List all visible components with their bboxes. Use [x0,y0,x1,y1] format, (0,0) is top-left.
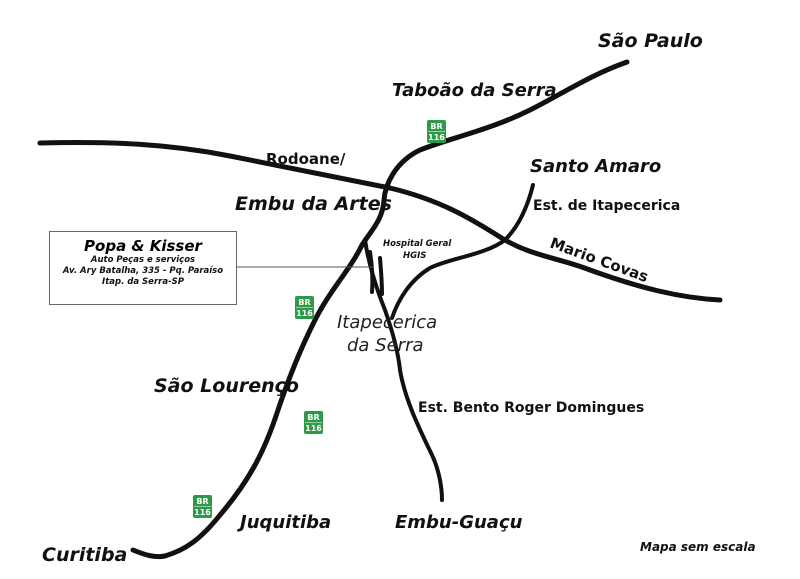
svg-text:116: 116 [194,508,211,517]
est-itapecerica-road [390,183,535,320]
br116-road [130,59,630,560]
label-embu-artes: Embu da Artes [235,193,392,215]
scale-note: Mapa sem escala [640,540,756,554]
br116-shield: BR 116 [193,495,212,518]
br116-shield: BR 116 [427,120,446,143]
connector-road [378,256,384,296]
label-est-itapecerica: Est. de Itapecerica [533,198,680,214]
svg-text:116: 116 [296,309,313,318]
rodoanel-road [37,139,723,303]
store-info-box: Popa & Kisser Auto Peças e serviços Av. … [49,231,237,305]
svg-text:BR: BR [298,298,310,307]
svg-text:116: 116 [305,424,322,433]
br116-shield: BR 116 [295,296,314,319]
label-itapecerica: Itapecerica [337,312,437,333]
label-rodoanel: Rodoane/ [266,150,346,168]
store-name: Popa & Kisser [84,237,202,255]
label-est-bento: Est. Bento Roger Domingues [418,400,644,416]
label-itapecerica-2: da Serra [347,335,424,356]
connector-road [368,250,375,294]
label-sao-lourenco: São Lourenço [154,375,299,397]
label-santo-amaro: Santo Amaro [530,156,661,177]
svg-text:116: 116 [428,133,445,142]
label-sao-paulo: São Paulo [598,30,703,52]
label-embu-guacu: Embu-Guaçu [395,512,523,533]
br116-shield: BR 116 [304,411,323,434]
store-address: Av. Ary Batalha, 335 - Pq. Paraíso [62,266,224,276]
svg-text:BR: BR [430,122,442,131]
label-juquitiba: Juquitiba [237,512,331,533]
store-description: Auto Peças e serviços [90,255,196,265]
svg-text:BR: BR [307,413,319,422]
label-curitiba: Curitiba [42,544,127,566]
svg-text:BR: BR [196,497,208,506]
label-taboao: Taboão da Serra [392,80,557,101]
store-city: Itap. da Serra-SP [102,277,184,287]
est-bento-road [363,238,444,502]
label-hospital-hgis: HGIS [403,251,426,261]
label-hospital: Hospital Geral [383,239,452,249]
